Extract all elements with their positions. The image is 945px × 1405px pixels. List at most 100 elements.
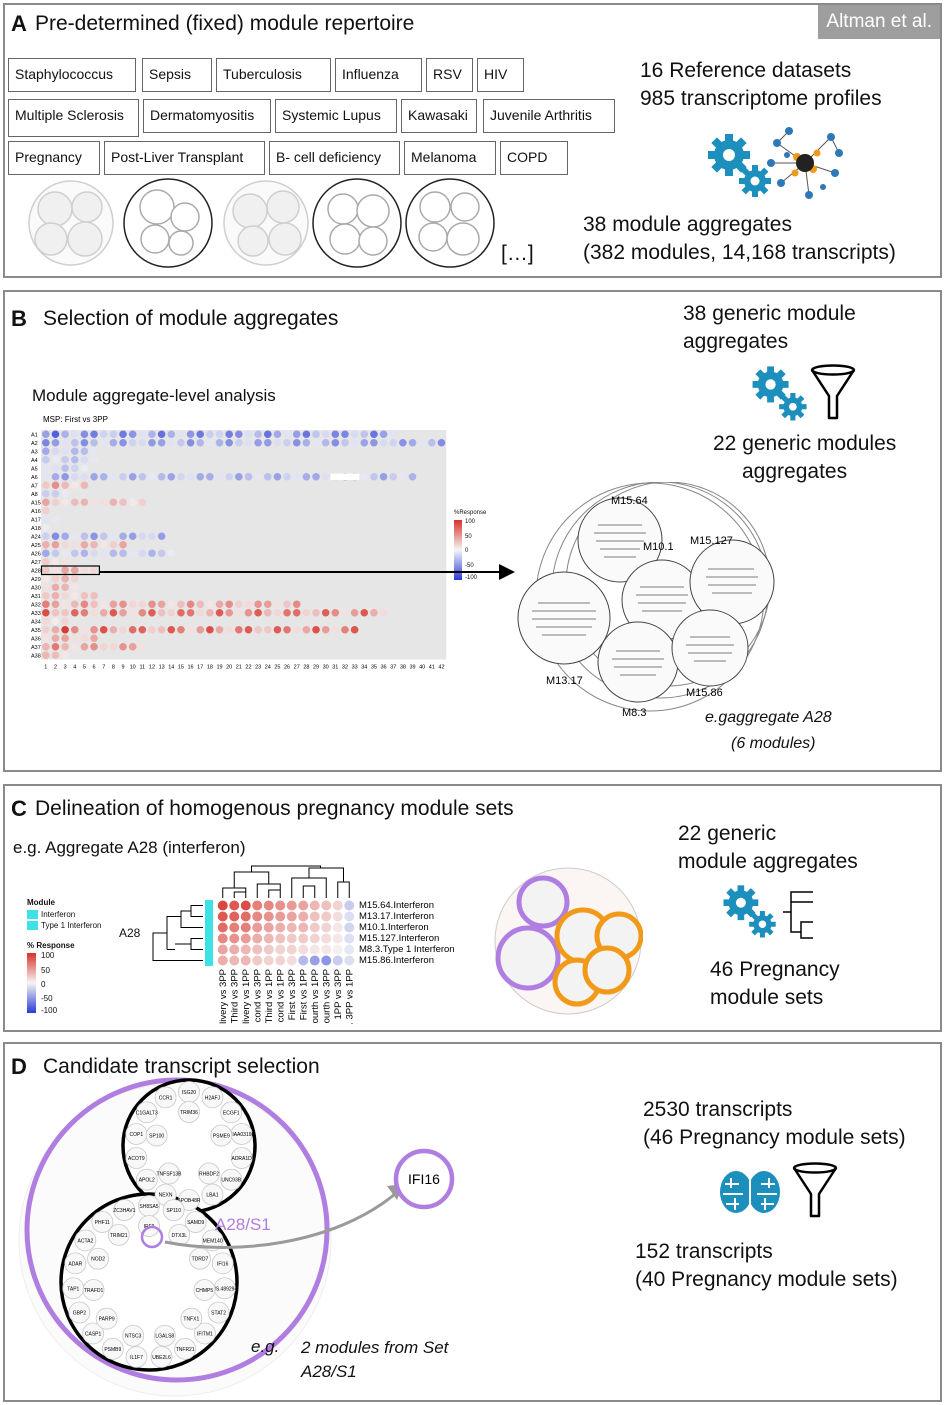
heatmap-dot xyxy=(186,625,195,634)
response-tick: -50 xyxy=(41,994,53,1003)
legend-gradient xyxy=(454,520,462,580)
heatmap-col-label: 36 xyxy=(381,665,387,671)
heatmap-col-label: 22 xyxy=(245,665,251,671)
heatmap-dot xyxy=(298,933,309,944)
gene-node xyxy=(145,1124,168,1147)
row-group-label: A28 xyxy=(119,926,141,940)
heatmap-dot xyxy=(42,608,50,617)
heatmap-dot xyxy=(99,625,108,634)
heatmap-dot xyxy=(119,498,127,507)
gene-label: IL1F7 xyxy=(130,1355,143,1361)
heatmap-dot xyxy=(80,591,89,600)
heatmap-row-label: A28 xyxy=(31,569,41,575)
heatmap-dot xyxy=(235,608,243,617)
heatmap-col-label: 7 xyxy=(102,665,105,671)
gene-label: H2AFJ xyxy=(205,1095,221,1101)
gene-label: SP110 xyxy=(166,1208,181,1214)
author-badge: Altman et al. xyxy=(818,5,940,39)
heatmap-dot xyxy=(61,447,69,456)
heatmap-row-label: A8 xyxy=(31,492,38,498)
heatmap-dot xyxy=(309,900,320,911)
heatmap-dot xyxy=(344,900,355,911)
heatmap-dot xyxy=(332,933,343,944)
heatmap-dot xyxy=(42,583,50,592)
heatmap-col-label: 34 xyxy=(361,665,367,671)
brain-icon xyxy=(720,1171,780,1214)
gene-node xyxy=(125,1147,148,1169)
heatmap-dot xyxy=(61,455,69,464)
heatmap-col-label: 27 xyxy=(294,665,300,671)
heatmap-dot xyxy=(286,911,297,922)
heatmap-dot xyxy=(167,430,176,439)
gene-node xyxy=(74,1229,97,1252)
disease-box: Melanoma xyxy=(404,141,496,175)
d-right-line-1: 2530 transcripts xyxy=(643,1098,793,1121)
heatmap-row-label: A37 xyxy=(31,645,41,651)
heatmap-dot xyxy=(321,430,330,439)
example-line-1: 2 modules from Set xyxy=(301,1338,449,1357)
gene-node xyxy=(162,1199,185,1222)
disease-box: Systemic Lupus xyxy=(275,99,397,133)
gene-node xyxy=(194,1322,216,1345)
heatmap-dot xyxy=(42,634,50,643)
heatmap-dot xyxy=(51,591,60,600)
heatmap-col-label: . 3PP vs 1PP xyxy=(344,969,355,1025)
heatmap-dot xyxy=(244,430,253,439)
gene-label: NEXN xyxy=(159,1193,173,1199)
gene-node xyxy=(125,1346,148,1368)
heatmap-dot xyxy=(167,549,176,558)
heatmap-dot xyxy=(167,600,176,609)
heatmap-dot xyxy=(80,566,89,575)
legend-tick: -50 xyxy=(465,563,474,569)
heatmap-dot xyxy=(344,922,355,933)
legend-label-type1: Type 1 Interferon xyxy=(41,921,102,930)
heatmap-dot xyxy=(42,464,50,473)
heatmap-dot xyxy=(148,532,156,541)
heatmap-dot xyxy=(275,922,286,933)
heatmap-col-label: 21 xyxy=(236,665,242,671)
a28-highlight-box xyxy=(40,565,101,576)
heatmap-col-label: 40 xyxy=(419,665,425,671)
module-aggregate-circles xyxy=(28,178,495,268)
heatmap-dot xyxy=(80,600,89,609)
gene-label: ZC3HAV1 xyxy=(113,1208,135,1214)
heatmap-dot xyxy=(51,532,60,541)
module-label: M8.3 xyxy=(622,707,646,719)
heatmap-dot xyxy=(240,955,251,966)
legend-tick: -100 xyxy=(465,575,478,581)
gene-node xyxy=(82,1279,105,1301)
heatmap-dot xyxy=(309,955,320,966)
heatmap-row-label: A6 xyxy=(31,475,38,481)
heatmap-dot xyxy=(42,540,50,549)
heatmap-dot xyxy=(263,922,274,933)
c-right-line-2: module aggregates xyxy=(678,850,858,873)
heatmap-dot xyxy=(61,438,69,447)
heatmap-row-label: A33 xyxy=(31,611,41,617)
heatmap-dot xyxy=(217,911,228,922)
heatmap-row-label: A32 xyxy=(31,603,41,609)
heatmap-dot xyxy=(370,472,378,481)
heatmap-dot xyxy=(128,549,137,558)
heatmap-dot xyxy=(90,634,98,643)
heatmap-dot xyxy=(263,900,274,911)
heatmap-dot xyxy=(119,532,127,541)
heatmap-dot xyxy=(51,489,60,498)
heatmap-dot xyxy=(225,600,233,609)
heatmap-dot xyxy=(80,447,89,456)
generic-line-2: aggregates xyxy=(683,330,789,353)
heatmap-dot xyxy=(157,625,166,634)
disease-box: Post-Liver Transplant xyxy=(104,141,265,175)
heatmap-col-label: livery vs 1PP xyxy=(241,969,252,1024)
heatmap-dot xyxy=(70,464,79,473)
aggregate-a28-diagram: M15.64 M10.1 M15.127 M13.17 M8.3 M15.86 xyxy=(517,482,775,719)
heatmap-dot xyxy=(341,625,349,634)
module-legend-title: Module xyxy=(27,898,55,907)
heatmap-dot xyxy=(283,600,291,609)
gene-node xyxy=(210,1124,233,1147)
heatmap-dot xyxy=(235,438,243,447)
c-right-line-1: 22 generic xyxy=(678,822,777,845)
gene-node xyxy=(178,1101,200,1123)
heatmap-dot xyxy=(229,933,240,944)
heatmap-dot xyxy=(51,481,60,490)
disease-box: Tuberculosis xyxy=(216,58,331,92)
